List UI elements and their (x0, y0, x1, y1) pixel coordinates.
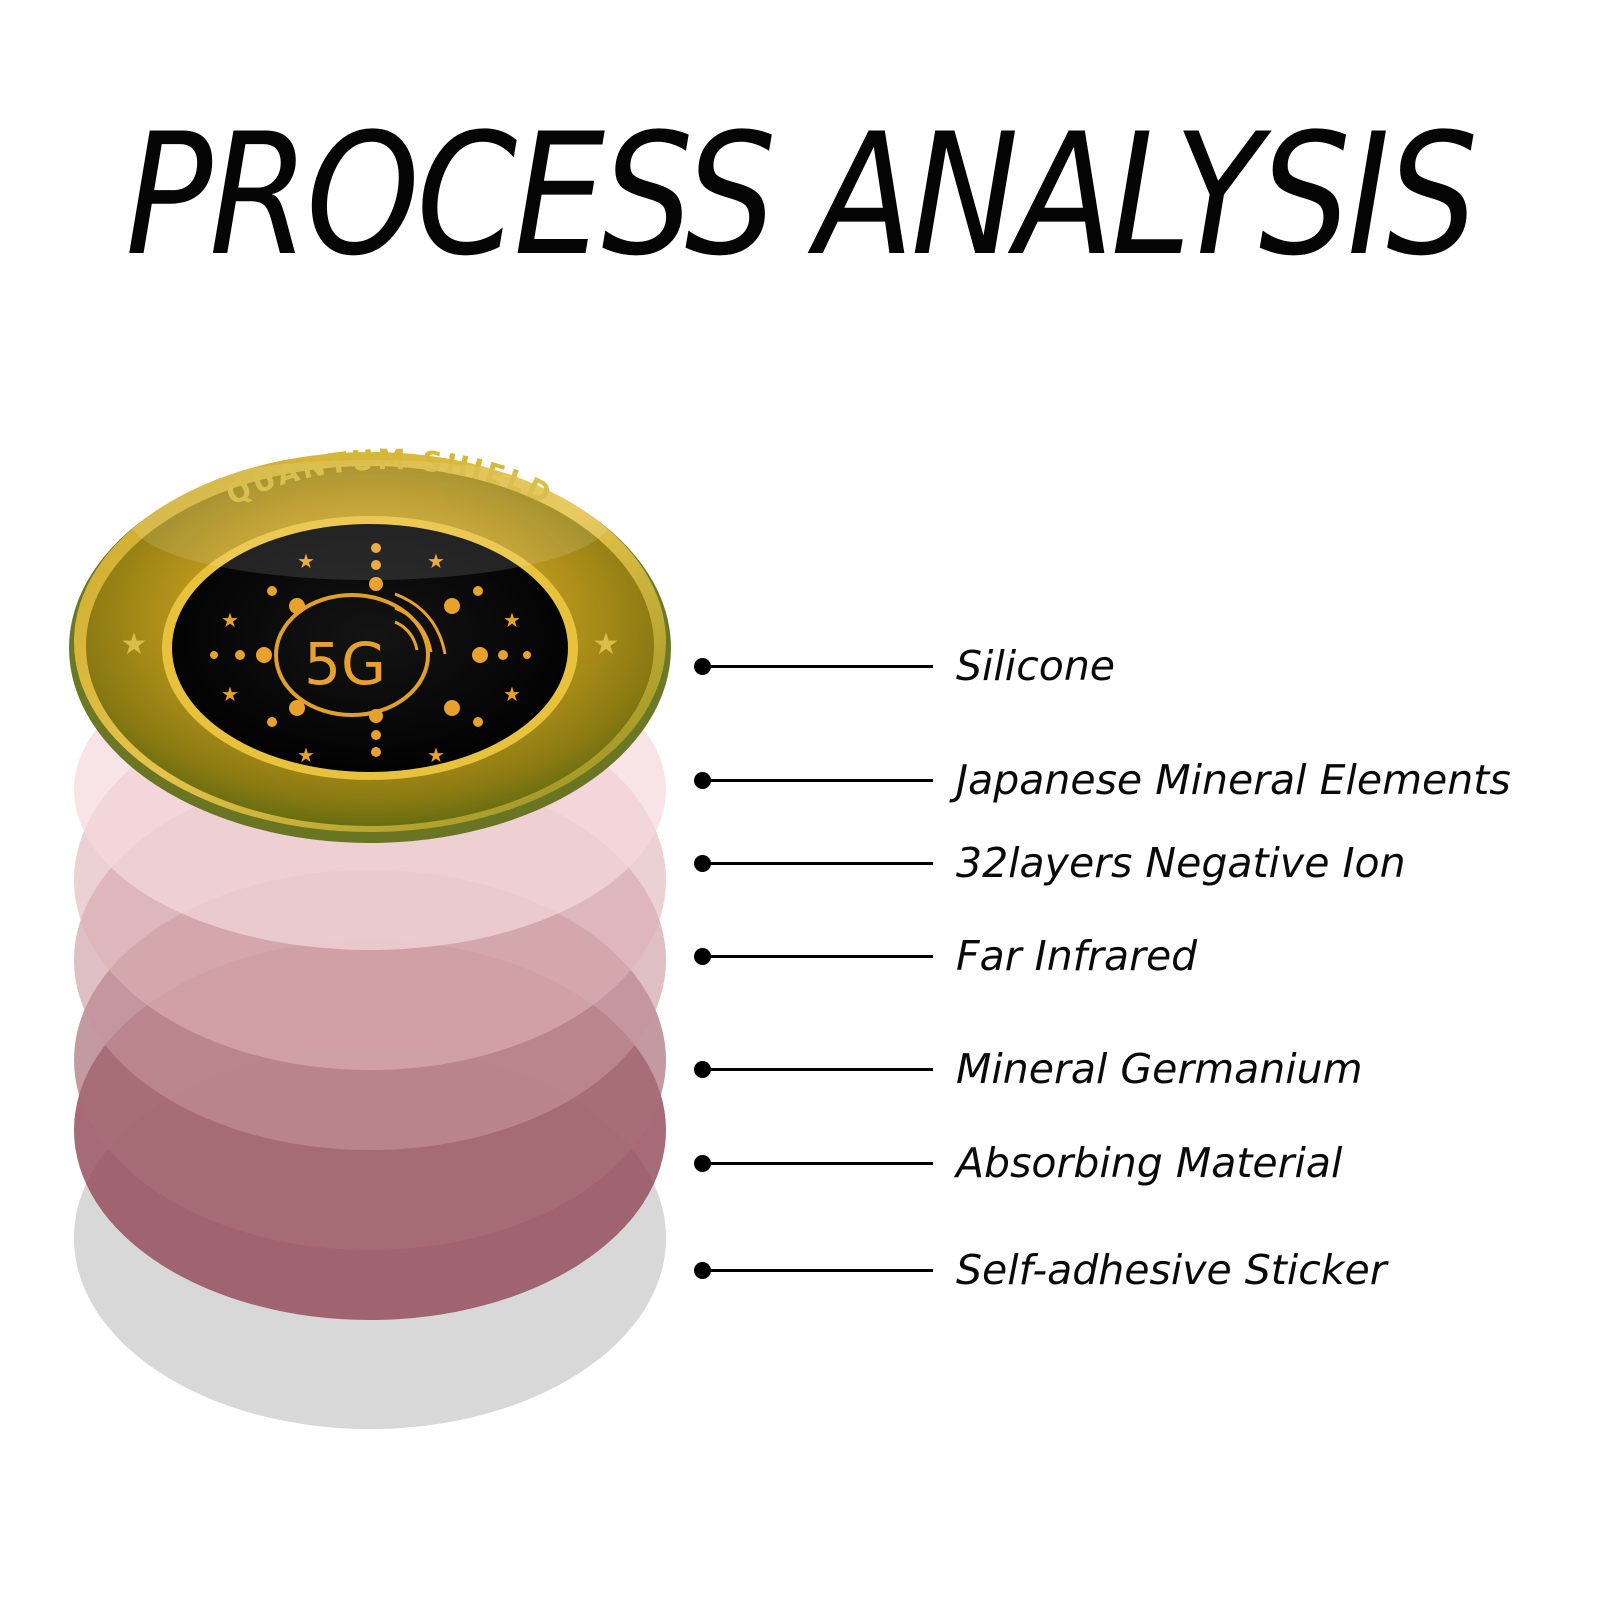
layer-label: Far Infrared (956, 932, 1198, 980)
callout-mineral-germanium: Mineral Germanium (694, 1045, 1594, 1093)
layer-label: 32layers Negative Ion (956, 839, 1406, 887)
layer-label: Mineral Germanium (956, 1045, 1363, 1093)
callout-far-infrared: Far Infrared (694, 932, 1594, 980)
svg-text:★: ★ (297, 549, 315, 573)
layer-label: Japanese Mineral Elements (956, 756, 1511, 804)
layer-label: Silicone (956, 642, 1116, 690)
5g-label: 5G (304, 630, 386, 698)
callout-silicone: Silicone (694, 642, 1594, 690)
svg-text:★: ★ (221, 608, 239, 632)
svg-text:★: ★ (427, 743, 445, 767)
page-title: PROCESS ANALYSIS (125, 97, 1478, 293)
callout-line (702, 779, 933, 782)
svg-text:★: ★ (297, 743, 315, 767)
svg-text:★: ★ (427, 549, 445, 573)
callout-line (702, 1269, 933, 1272)
star-icon: ★ (593, 627, 620, 662)
callout-self-adhesive-sticker: Self-adhesive Sticker (694, 1246, 1594, 1294)
callout-line (702, 1162, 933, 1165)
callout-32layers-negative-ion: 32layers Negative Ion (694, 839, 1594, 887)
layer-label: Absorbing Material (956, 1139, 1343, 1187)
svg-text:★: ★ (503, 608, 521, 632)
svg-text:★: ★ (503, 682, 521, 706)
signal-waves-icon (394, 592, 447, 655)
callout-line (702, 1068, 933, 1071)
silicone-badge: QUANTUM SHIELD ★ ★ 5G ★★ ★★ ★★ ★★ (69, 443, 671, 843)
callout-japanese-mineral-elements: Japanese Mineral Elements (694, 756, 1594, 804)
callout-line (702, 955, 933, 958)
callout-absorbing-material: Absorbing Material (694, 1139, 1594, 1187)
svg-text:★: ★ (221, 682, 239, 706)
callout-line (702, 862, 933, 865)
layer-label: Self-adhesive Sticker (956, 1246, 1387, 1294)
callout-line (702, 665, 933, 668)
star-icon: ★ (121, 627, 148, 662)
